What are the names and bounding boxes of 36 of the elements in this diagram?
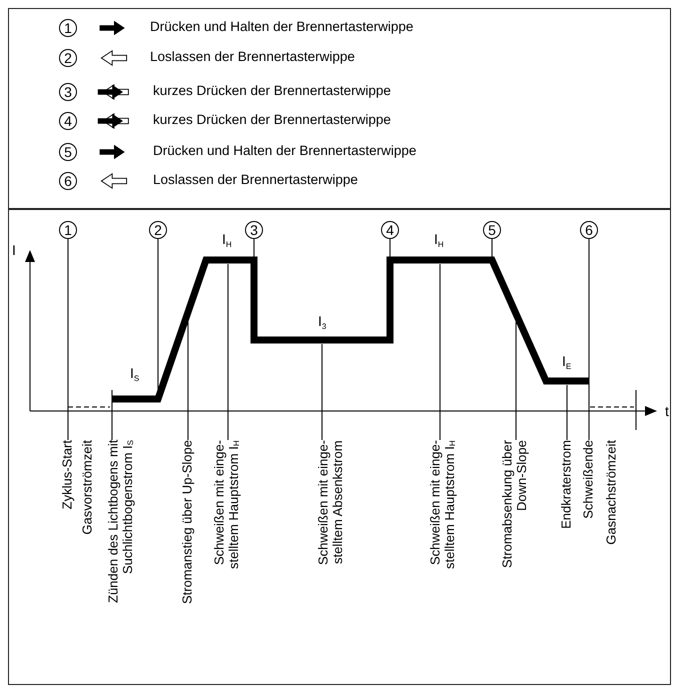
time-label: Gasvorströmzeit [80, 440, 96, 535]
phase-label: Endkraterstrom [560, 440, 574, 529]
leader-line [588, 238, 590, 440]
step-number: 1 [59, 19, 77, 37]
step-number: 5 [59, 143, 77, 161]
phase-label: Stromabsenkung über Down-Slope [500, 440, 530, 575]
legend-text: kurzes Drücken der Brennertasterwippe [153, 84, 391, 98]
phase-label: Schweißen mit einge- stelltem Absenkstrom [316, 440, 346, 592]
legend-text: Drücken und Halten der Brennertasterwippe [150, 20, 414, 34]
symbol-label: I$_{H}$ [222, 232, 232, 246]
step-number: 3 [59, 83, 77, 101]
step-number: 2 [149, 221, 167, 239]
symbol-label: I$_{H}$ [434, 232, 444, 246]
symbol-label: I$_{E}$ [562, 354, 572, 368]
legend-text: Loslassen der Brennertasterwippe [150, 50, 355, 64]
step-number: 4 [59, 112, 77, 130]
symbol-label: t [665, 404, 669, 418]
phase-label: Schweißende [582, 440, 596, 519]
step-number: 1 [59, 221, 77, 239]
symbol-label: I$_{3}$ [318, 314, 326, 328]
symbol-label: I$_{S}$ [130, 366, 140, 380]
step-number: 6 [580, 221, 598, 239]
step-number: 4 [381, 221, 399, 239]
step-number: 3 [245, 221, 263, 239]
symbol-label: I [12, 243, 16, 257]
step-number: 2 [59, 49, 77, 67]
phase-label: Stromanstieg über Up-Slope [180, 440, 196, 604]
leader-line [566, 384, 568, 440]
step-number: 5 [483, 221, 501, 239]
legend-text: kurzes Drücken der Brennertasterwippe [153, 113, 391, 126]
legend-text: Loslassen der Brennertasterwippe [153, 173, 358, 186]
phase-label: Zyklus-Start [60, 440, 76, 510]
current-waveform [112, 256, 589, 402]
legend-text: Drücken und Halten der Brennertasterwippe [153, 144, 416, 158]
time-label: Gasnachströmzeit [604, 440, 620, 545]
step-number: 6 [59, 172, 77, 190]
